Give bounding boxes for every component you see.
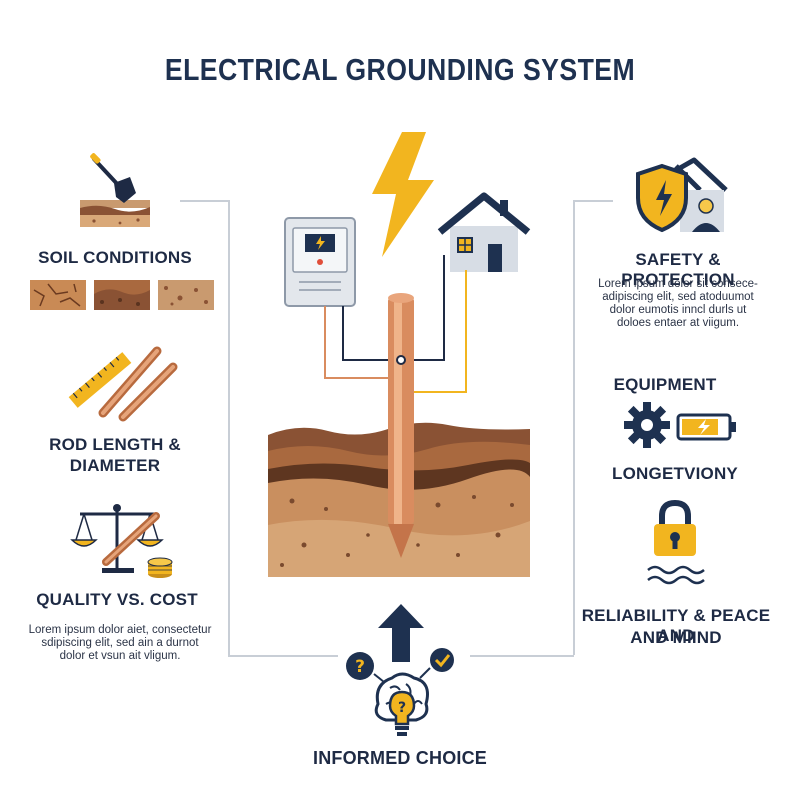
copper-rod-icon [98,346,178,422]
informed-choice-heading: INFORMED CHOICE [313,748,487,768]
wave-icon [647,565,705,585]
rod-length-heading-line2: DIAMETER [69,456,161,475]
frame-right-vertical [573,200,575,655]
coins-icon [147,557,173,578]
check-icon [430,648,454,672]
lock-icon [654,499,696,556]
soil-sample-clay [94,280,150,310]
house-icon [437,192,531,272]
frame-left-vertical [228,200,230,655]
brain-icon: ? ? [346,648,454,736]
soil-sample-sandy [158,280,214,310]
frame-left-top [180,200,228,202]
gear-icon [624,402,670,448]
copper-rod [388,293,414,558]
safety-body-line: Lorem ipsum dolor sit consece- [598,278,758,290]
battery-icon [676,413,736,441]
arrow-up-icon [378,604,424,662]
quality-cost-body-line: Lorem ipsum dolor aiet, consectetur [28,624,212,636]
equipment-heading: EQUIPMENT [613,375,717,394]
rod-length-heading-line1: ROD LENGTH & [49,435,181,454]
safety-heading: SAFETY & PROTECTION [621,250,735,289]
rod-icon-group [68,346,178,422]
quality-cost-body-line: sdipiscing elit, sed ain a durnot [41,637,199,649]
safety-body-line: dolor eumotis inncl durls ut [609,304,747,316]
quality-cost-heading: QUALITY VS. COST [36,590,198,609]
question-icon: ? [346,652,374,680]
quality-cost-body: Lorem ipsum dolor aiet, consectetur sdip… [20,624,220,663]
safety-body: Lorem ipsum dolor sit consece- adipiscin… [586,278,770,330]
frame-left-bottom [228,655,338,657]
soil-conditions-heading: SOIL CONDITIONS [38,248,192,267]
scale-icon [70,504,173,578]
soil-sample-cracked [30,280,86,310]
reliability-heading-line1: RELIABILITY & PEACE AND [581,606,771,645]
meter-box-icon [284,217,356,307]
reliability-heading-line2: AND MIIND [630,628,722,647]
svg-text:?: ? [398,700,406,716]
ruler-icon [68,352,132,408]
frame-right-bottom [470,655,574,657]
quality-cost-body-line: dolor et vsun ait vligum. [59,650,181,662]
svg-text:?: ? [355,657,365,677]
longevity-heading: LONGETVIONY [612,464,738,483]
frame-right-top [573,200,613,202]
safety-body-line: doloes entaer at viigum. [616,317,740,329]
lightning-icon [372,132,434,257]
shovel-icon [80,153,150,227]
safety-body-line: adipiscing elit, sed atoduumot [602,291,754,303]
page-title: ELECTRICAL GROUNDING SYSTEM [164,52,636,87]
shield-icon [636,157,728,233]
soil-samples [30,280,214,310]
